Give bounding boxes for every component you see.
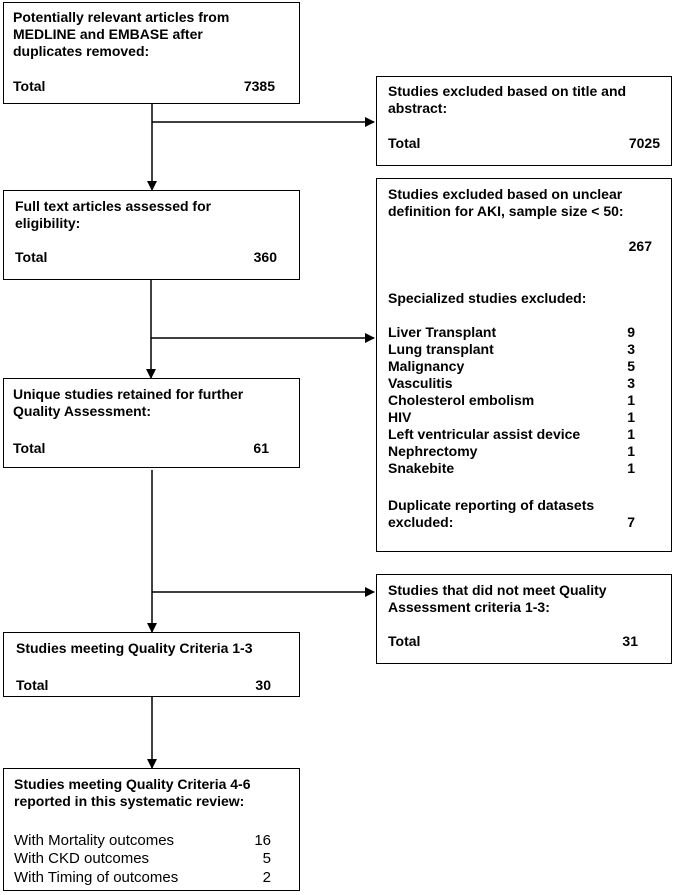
excl2-item-label: Snakebite [388, 460, 455, 476]
outcome-label: With Timing of outcomes [14, 869, 179, 886]
excl3-total-value: 31 [622, 633, 638, 649]
step2-total-value: 360 [253, 249, 277, 265]
step3-line2: Quality Assessment: [13, 403, 151, 419]
outcome-label: With Mortality outcomes [14, 832, 175, 849]
step4-total-value: 30 [255, 677, 271, 693]
outcome-value: 16 [254, 832, 271, 849]
outcome-value: 2 [262, 869, 271, 886]
box-potentially-relevant-articles [3, 2, 300, 104]
excl2-line2: definition for AKI, sample size < 50: [388, 203, 624, 219]
step2-line1: Full text articles assessed for [15, 198, 212, 214]
step2-total-label: Total [15, 249, 48, 265]
excl2-duplicate-value: 7 [627, 514, 635, 530]
excl3-total-label: Total [388, 633, 421, 649]
box-quality-criteria-1-3 [3, 632, 300, 697]
box-excluded-title-abstract [376, 76, 672, 166]
excl2-duplicate-line1: Duplicate reporting of datasets [388, 497, 595, 513]
excl2-item-value: 1 [627, 409, 635, 425]
excl2-item-value: 1 [627, 460, 635, 476]
box-full-text-assessed [3, 190, 300, 280]
excl2-item-label: Nephrectomy [388, 443, 478, 459]
step3-total-value: 61 [253, 440, 269, 456]
step4-total-label: Total [16, 677, 49, 693]
box-excluded-unclear-definition [376, 178, 672, 552]
excl2-item-value: 9 [627, 324, 635, 340]
excl2-item-value: 3 [627, 341, 635, 357]
step3-total-label: Total [13, 440, 46, 456]
step1-total-value: 7385 [243, 78, 275, 94]
step3-line1: Unique studies retained for further [13, 386, 244, 402]
outcome-label: With CKD outcomes [14, 850, 150, 867]
excl3-line2: Assessment criteria 1-3: [388, 599, 550, 615]
excl2-item-label: Malignancy [388, 358, 465, 374]
excl2-specialized-heading: Specialized studies excluded: [388, 290, 587, 306]
step1-line1: Potentially relevant articles from [13, 9, 230, 25]
excl1-total-value: 7025 [628, 135, 660, 151]
excl2-item-label: Left ventricular assist device [388, 426, 581, 442]
box-unique-studies-retained [3, 378, 300, 468]
excl2-item-value: 5 [627, 358, 635, 374]
excl2-item-value: 1 [627, 392, 635, 408]
step4-line1: Studies meeting Quality Criteria 1-3 [16, 640, 253, 656]
outcome-value: 5 [262, 850, 271, 867]
step5-line1: Studies meeting Quality Criteria 4-6 [14, 776, 251, 792]
excl2-item-value: 1 [627, 443, 635, 459]
step5-line2: reported in this systematic review: [14, 793, 245, 809]
excl1-line2: abstract: [388, 100, 448, 116]
excl2-count: 267 [628, 238, 652, 254]
excl2-line1: Studies excluded based on unclear [388, 186, 623, 202]
excl2-item-label: Vasculitis [388, 375, 453, 391]
excl2-duplicate-line2: excluded: [388, 514, 454, 530]
excl2-item-value: 3 [627, 375, 635, 391]
box-quality-criteria-4-6 [3, 768, 300, 891]
step1-line3: duplicates removed: [13, 43, 150, 59]
excl2-item-label: HIV [388, 409, 412, 425]
step2-line2: eligibility: [15, 215, 81, 231]
step1-total-label: Total [13, 78, 46, 94]
excl2-item-value: 1 [627, 426, 635, 442]
excl2-item-label: Lung transplant [388, 341, 494, 357]
excl2-item-label: Liver Transplant [388, 324, 497, 340]
step1-line2: MEDLINE and EMBASE after [13, 26, 203, 42]
excl1-line1: Studies excluded based on title and [388, 83, 627, 99]
excl3-line1: Studies that did not meet Quality [388, 582, 607, 598]
box-did-not-meet-quality [376, 574, 672, 664]
excl1-total-label: Total [388, 135, 421, 151]
excl2-item-label: Cholesterol embolism [388, 392, 535, 408]
